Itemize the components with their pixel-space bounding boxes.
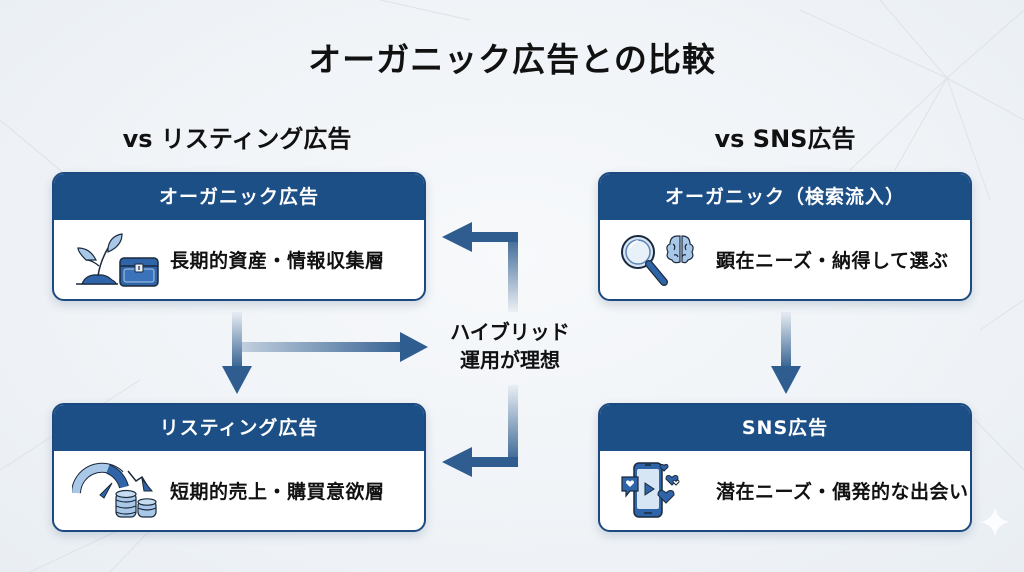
card-organic-search: オーガニック（検索流入） 顕在ニーズ・納得して選ぶ [598, 172, 972, 301]
card-description: 長期的資産・情報収集層 [170, 250, 385, 272]
magnifier-and-brain-icon [621, 234, 694, 286]
hybrid-note-line2: 運用が理想 [460, 348, 560, 372]
page-title: オーガニック広告との比較 [308, 40, 716, 79]
card-header: リスティング広告 [54, 405, 424, 451]
section-heading-vs-listing: vs リスティング広告 [122, 125, 352, 153]
card-description: 顕在ニーズ・納得して選ぶ [716, 250, 949, 272]
hybrid-note: ハイブリッド 運用が理想 [425, 318, 595, 374]
smartphone-video-hearts-icon [621, 461, 680, 518]
card-sns-ads: SNS広告 潜在ニーズ・偶発的な出会い [598, 403, 972, 532]
sparkle-icon [980, 507, 1010, 537]
card-organic-ads: オーガニック広告 長期的資産・情報収集層 [52, 172, 426, 301]
hybrid-note-line1: ハイブリッド [450, 320, 570, 344]
card-description: 短期的売上・購買意欲層 [170, 481, 385, 503]
card-header: SNS広告 [600, 405, 970, 451]
speedometer-and-coins-icon [72, 462, 157, 518]
section-heading-vs-sns: vs SNS広告 [714, 125, 856, 153]
card-listing-ads: リスティング広告 短期的売上・購買 [52, 403, 426, 532]
card-description: 潜在ニーズ・偶発的な出会い [716, 481, 969, 503]
card-header: オーガニック広告 [54, 174, 424, 220]
plant-and-treasure-chest-icon [76, 232, 159, 287]
card-header: オーガニック（検索流入） [600, 174, 970, 220]
